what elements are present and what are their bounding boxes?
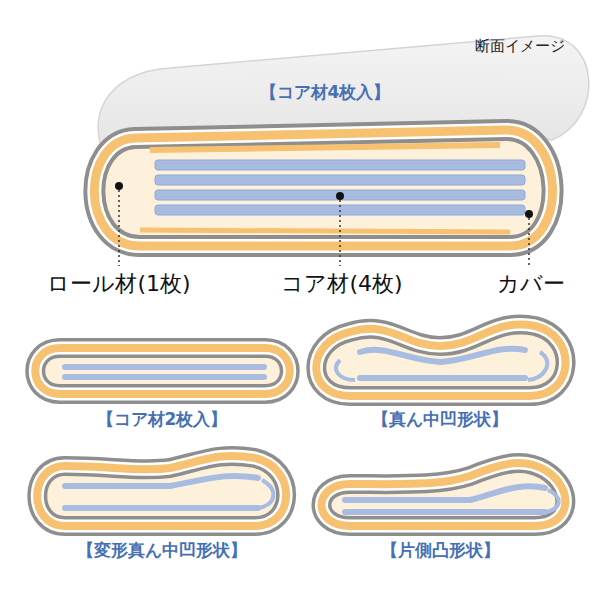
center-dip-section [316,325,565,396]
core-count-caption: 【コア材4枚入】 [260,82,391,102]
part-name: ロール材(1枚) [47,271,190,297]
variant-caption: 【コア材2枚入】 [97,409,228,429]
main-section [94,130,552,246]
section-title: 断面イメージ [475,37,565,55]
variant-caption: 【片側凸形状】 [381,540,500,560]
one-side-convex-section [322,463,566,526]
part-name: カバー [497,271,565,297]
shifted-dip-section [37,456,286,526]
leader-lines [115,182,533,266]
part-name: コア材(4枚) [281,271,402,297]
variant-caption: 【真ん中凹形状】 [372,409,508,429]
variant-caption: 【変形真ん中凹形状】 [77,540,247,560]
flat-section [35,348,290,394]
